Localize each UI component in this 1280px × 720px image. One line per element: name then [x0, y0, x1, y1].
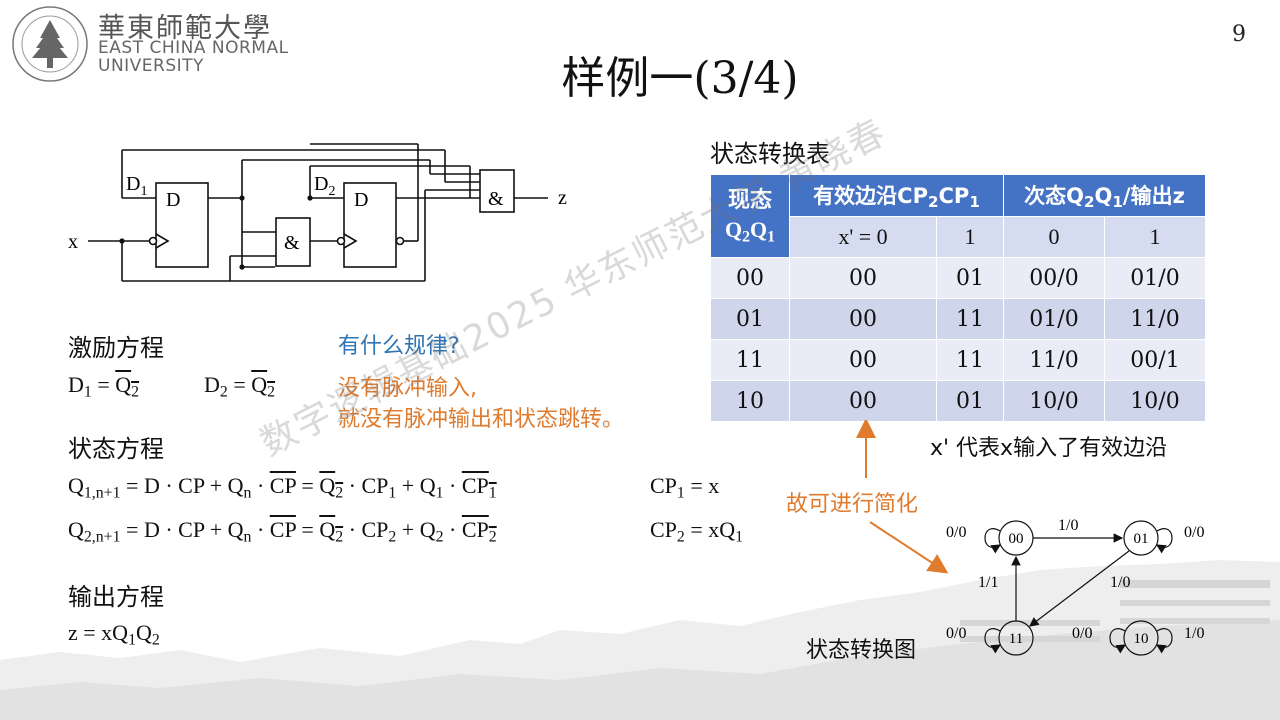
table-cell: 00	[789, 298, 937, 340]
header-valid-edge: 有效边沿CP2CP1	[789, 174, 1004, 217]
ff2-d-label: D	[354, 189, 368, 211]
table-cell: 10/0	[1003, 380, 1105, 422]
state-node-00: 00	[1009, 531, 1024, 547]
input-x-label: x	[68, 231, 78, 253]
d1-label: D1	[126, 173, 147, 199]
header-next-state-output: 次态Q2Q1/输出z	[1003, 174, 1206, 217]
page-number: 9	[1232, 22, 1246, 47]
table-cell: 11/0	[1104, 298, 1206, 340]
table-cell: 11	[710, 339, 790, 381]
table-cell: 11	[936, 339, 1004, 381]
table-note: x' 代表x输入了有效边沿	[930, 436, 1168, 461]
cp2-equation: CP2 = xQ1	[650, 517, 744, 546]
excitation-d1-equation: D1 = Q2	[68, 372, 140, 401]
answer-line-1: 没有脉冲输入,	[338, 376, 477, 401]
subheader-cell: 1	[936, 215, 1004, 258]
logo-chinese-name: 華東師範大學	[98, 13, 272, 44]
table-cell: 00/1	[1104, 339, 1206, 381]
edge-label: 0/0	[1072, 625, 1092, 642]
table-row: 01 00 11 01/0 11/0	[710, 298, 1206, 340]
output-equation: z = xQ1Q2	[68, 620, 160, 649]
circuit-diagram: x z D1 D2 D D & &	[68, 143, 567, 282]
edge-label: 0/0	[946, 625, 966, 642]
table-cell: 11/0	[1003, 339, 1105, 381]
table-row: 10 00 01 10/0 10/0	[710, 380, 1206, 422]
state-transition-table: 现态 Q2Q1 有效边沿CP2CP1 次态Q2Q1/输出z x' = 0 1 0…	[710, 174, 1206, 422]
state-equation-1: Q1,n+1 = D · CP + Qn · CP = Q2 · CP1 + Q…	[68, 473, 497, 502]
table-cell: 01	[936, 257, 1004, 299]
ff1-d-label: D	[166, 189, 180, 211]
header-current-state: 现态 Q2Q1	[710, 174, 790, 258]
subheader-cell: 1	[1104, 215, 1206, 258]
table-cell: 01/0	[1104, 257, 1206, 299]
state-equation-2: Q2,n+1 = D · CP + Qn · CP = Q2 · CP2 + Q…	[68, 517, 497, 546]
state-node-11: 11	[1009, 631, 1023, 647]
table-cell: 00	[789, 339, 937, 381]
excitation-heading: 激励方程	[68, 334, 164, 362]
table-cell: 00	[789, 257, 937, 299]
state-diagram-caption: 状态转换图	[806, 638, 917, 663]
table-cell: 00/0	[1003, 257, 1105, 299]
edge-label: 1/0	[1110, 574, 1130, 591]
table-cell: 10	[710, 380, 790, 422]
table-cell: 00	[710, 257, 790, 299]
output-z-label: z	[558, 187, 567, 209]
state-node-01: 01	[1134, 531, 1149, 547]
table-cell: 01	[936, 380, 1004, 422]
state-node-10: 10	[1134, 631, 1149, 647]
table-cell: 01/0	[1003, 298, 1105, 340]
table-caption: 状态转换表	[710, 140, 830, 168]
and-gate-2-label: &	[488, 188, 504, 210]
table-row: 00 00 01 00/0 01/0	[710, 257, 1206, 299]
d2-label: D2	[314, 173, 335, 199]
table-cell: 01	[710, 298, 790, 340]
simplify-arrows	[856, 420, 949, 574]
campus-skyline-background	[0, 560, 1280, 720]
table-row: 11 00 11 11/0 00/1	[710, 339, 1206, 381]
cp1-equation: CP1 = x	[650, 473, 720, 502]
table-cell: 00	[789, 380, 937, 422]
ecnu-emblem-icon	[12, 6, 88, 82]
table-cell: 11	[936, 298, 1004, 340]
edge-label: 1/1	[978, 574, 998, 591]
output-equation-heading: 输出方程	[68, 583, 164, 611]
slide-title: 样例一(3/4)	[561, 53, 799, 104]
state-diagram: 00 01 11 10 0/0 0/0 0/0 0/0 1/0 1/0 1/0 …	[946, 517, 1204, 656]
edge-label: 0/0	[946, 524, 966, 541]
edge-label: 1/0	[1184, 625, 1204, 642]
edge-label: 1/0	[1058, 517, 1078, 534]
subheader-cell: x' = 0	[789, 215, 937, 258]
state-equation-heading: 状态方程	[68, 435, 164, 463]
edge-label: 0/0	[1184, 524, 1204, 541]
logo-english-name-line2: UNIVERSITY	[98, 56, 204, 76]
simplify-text: 故可进行简化	[786, 492, 919, 517]
subheader-cell: 0	[1003, 215, 1105, 258]
answer-line-2: 就没有脉冲输出和状态跳转。	[338, 407, 625, 432]
table-cell: 10/0	[1104, 380, 1206, 422]
excitation-d2-equation: D2 = Q2	[204, 372, 276, 401]
logo-english-name-line1: EAST CHINA NORMAL	[98, 38, 289, 58]
question-text: 有什么规律?	[338, 334, 460, 359]
and-gate-1-label: &	[284, 232, 300, 254]
